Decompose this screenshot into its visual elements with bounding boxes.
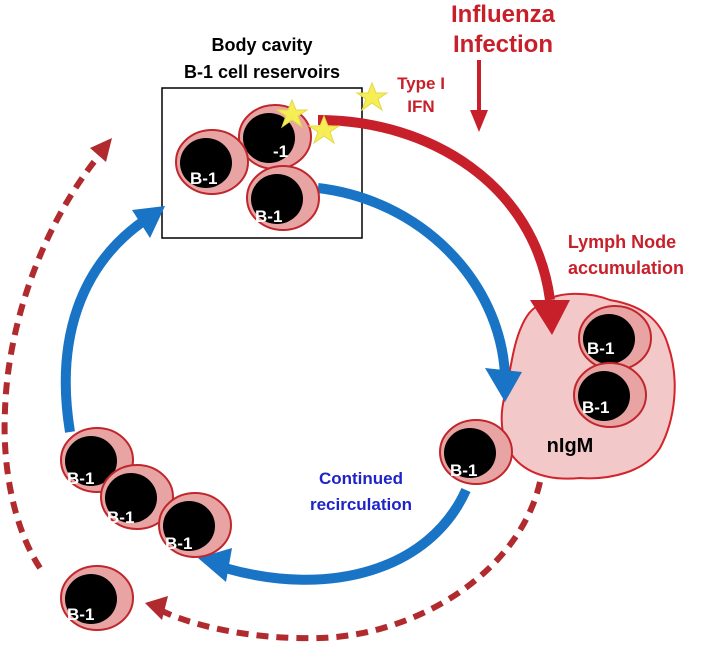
cell-label: B-1 — [450, 461, 477, 480]
cell-label: -1 — [273, 142, 288, 161]
ifn-label-line1: Type I — [397, 74, 445, 93]
dashed-return-arc — [158, 481, 543, 642]
dashed-arrowhead-top — [90, 138, 112, 162]
lymph-label-line2: accumulation — [568, 258, 684, 278]
cell-label: B-1 — [107, 508, 134, 527]
reservoir-title-line1: Body cavity — [211, 35, 312, 55]
cell-label: B-1 — [582, 398, 609, 417]
cell-lymph-exit: B-1 — [439, 419, 513, 485]
blue-arc-bottom — [223, 487, 471, 585]
reservoir-title-line2: B-1 cell reservoirs — [184, 62, 340, 82]
cell-cluster-middle: B-1 — [100, 464, 174, 530]
cell-label: B-1 — [165, 534, 192, 553]
recirculation-label-line2: recirculation — [310, 495, 412, 514]
ifn-label-line2: IFN — [407, 97, 434, 116]
blue-arc-left — [60, 215, 148, 433]
infection-label-line1: Influenza — [451, 1, 556, 28]
cell-reservoir-left: B-1 — [175, 129, 249, 195]
cell-cluster-top: B-1 — [60, 427, 134, 493]
cell-label: B-1 — [67, 469, 94, 488]
blue-arrowhead-left — [132, 206, 165, 238]
cell-label: B-1 — [190, 169, 217, 188]
cell-reservoir-back: -1 — [238, 104, 312, 170]
nigm-label: nIgM — [547, 435, 594, 457]
red-migration-arrow — [317, 115, 555, 301]
dashed-left-arc — [1, 150, 105, 570]
dashed-arrowhead-bottom — [145, 596, 168, 620]
cell-bottom-left: B-1 — [60, 565, 134, 631]
cell-label: B-1 — [67, 605, 94, 624]
cell-lymph-bottom: B-1 — [573, 362, 647, 428]
blue-arc-right — [317, 183, 510, 376]
infection-arrowhead — [470, 110, 488, 132]
ifn-star-1 — [275, 98, 309, 129]
blue-arrowhead-bottom — [198, 548, 232, 582]
infection-label-line2: Infection — [453, 31, 553, 58]
ifn-star-2 — [307, 114, 341, 145]
red-arrowhead-lymph — [530, 300, 570, 335]
cell-cluster-bottom: B-1 — [158, 492, 232, 558]
lymph-label-line1: Lymph Node — [568, 232, 676, 252]
reservoir-box — [161, 87, 363, 239]
cell-label: B-1 — [587, 339, 614, 358]
cell-lymph-top: B-1 — [578, 305, 652, 371]
recirculation-label-line1: Continued — [319, 469, 403, 488]
blue-arrowhead-right — [485, 368, 522, 402]
cell-label: B-1 — [255, 207, 282, 226]
cell-reservoir-front: B-1 — [246, 165, 320, 231]
ifn-star-3 — [355, 81, 389, 112]
